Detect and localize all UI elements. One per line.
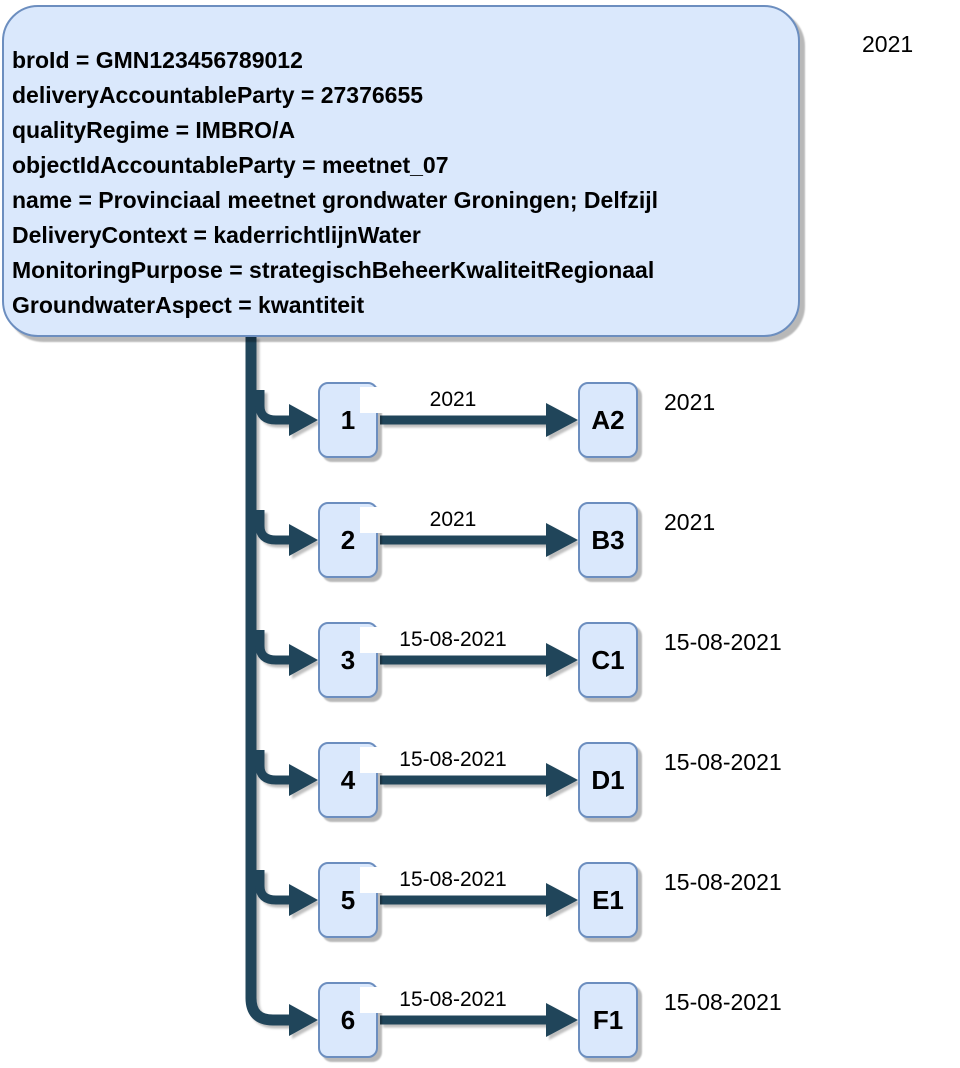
node-label: D1 (591, 764, 625, 795)
edge-date-label-4: 15-08-2021 (360, 747, 546, 773)
row-date-label-5: 15-08-2021 (664, 869, 782, 895)
info-line-delivery-context: DeliveryContext = kaderrichtlijnWater (12, 222, 421, 248)
arrowhead-3 (546, 643, 578, 677)
info-line-broid: broId = GMN123456789012 (12, 47, 303, 73)
branch-arrowhead-2 (289, 524, 318, 556)
node-label: B3 (591, 524, 625, 555)
info-line-name: name = Provinciaal meetnet grondwater Gr… (12, 187, 659, 213)
node-label: A2 (591, 404, 625, 435)
arrowhead-2 (546, 523, 578, 557)
edge-date-label-3: 15-08-2021 (360, 627, 546, 653)
measuring-point-node-4: 4 (318, 742, 378, 818)
edge-date-label-1: 2021 (360, 387, 546, 413)
monitoring-tube-node-F1: F1 (578, 982, 638, 1058)
edge-date-label-6: 15-08-2021 (360, 987, 546, 1013)
branch-arrowhead-1 (289, 404, 318, 436)
gmn-info-box: broId = GMN123456789012 deliveryAccounta… (2, 5, 800, 337)
info-line-monitoring-purpose: MonitoringPurpose = strategischBeheerKwa… (12, 257, 655, 283)
info-line-quality-regime: qualityRegime = IMBRO/A (12, 117, 296, 143)
edge-date-label-5: 15-08-2021 (360, 867, 546, 893)
node-label: 6 (340, 1004, 356, 1035)
arrowhead-1 (546, 403, 578, 437)
branch-line-5 (255, 870, 291, 905)
node-label: C1 (591, 644, 625, 675)
trunk-line (245, 336, 291, 1026)
arrowhead-6 (546, 1003, 578, 1037)
monitoring-tube-node-E1: E1 (578, 862, 638, 938)
node-label: 5 (340, 884, 356, 915)
node-label: 2 (340, 524, 356, 555)
info-line-delivery-party: deliveryAccountableParty = 27376655 (12, 82, 424, 108)
row-date-label-2: 2021 (664, 509, 716, 535)
edge-date-label-2: 2021 (360, 507, 546, 533)
monitoring-tube-node-A2: A2 (578, 382, 638, 458)
row-date-label-1: 2021 (664, 389, 716, 415)
branch-arrowhead-6 (289, 1004, 318, 1036)
arrowhead-5 (546, 883, 578, 917)
arrowhead-4 (546, 763, 578, 797)
branch-line-1 (255, 390, 291, 425)
node-label: E1 (592, 884, 624, 915)
node-label: 4 (340, 764, 356, 795)
row-date-label-6: 15-08-2021 (664, 989, 782, 1015)
info-line-groundwater-aspect: GroundwaterAspect = kwantiteit (12, 292, 365, 318)
info-box-year-label: 2021 (862, 31, 914, 57)
monitoring-tube-node-D1: D1 (578, 742, 638, 818)
node-label: 3 (340, 644, 356, 675)
monitoring-tube-node-C1: C1 (578, 622, 638, 698)
monitoring-tube-node-B3: B3 (578, 502, 638, 578)
branch-arrowhead-3 (289, 644, 318, 676)
branch-line-4 (255, 750, 291, 785)
branch-arrowhead-4 (289, 764, 318, 796)
branch-arrowhead-5 (289, 884, 318, 916)
branch-line-2 (255, 510, 291, 545)
branch-line-3 (255, 630, 291, 665)
info-line-object-id: objectIdAccountableParty = meetnet_07 (12, 152, 449, 178)
node-label: F1 (592, 1004, 624, 1035)
row-date-label-4: 15-08-2021 (664, 749, 782, 775)
node-label: 1 (340, 404, 356, 435)
measuring-point-node-5: 5 (318, 862, 378, 938)
row-date-label-3: 15-08-2021 (664, 629, 782, 655)
